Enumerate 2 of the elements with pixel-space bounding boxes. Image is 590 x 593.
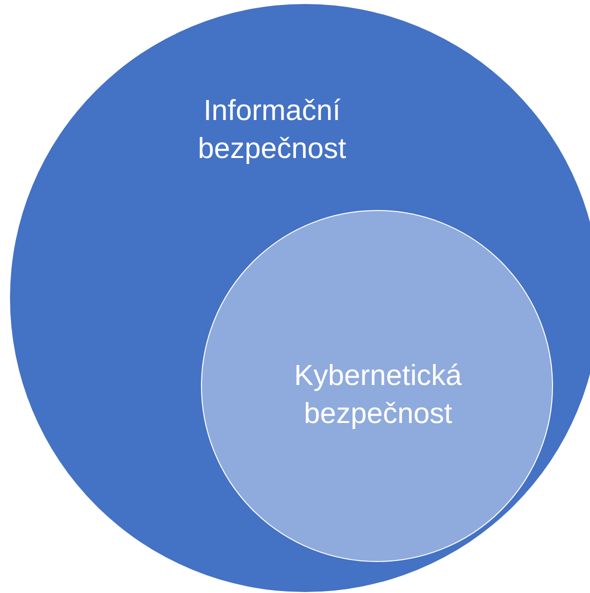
circle-label: Kybernetická bezpečnost xyxy=(293,359,463,432)
circle-label: Informační bezpečnost xyxy=(196,94,348,167)
